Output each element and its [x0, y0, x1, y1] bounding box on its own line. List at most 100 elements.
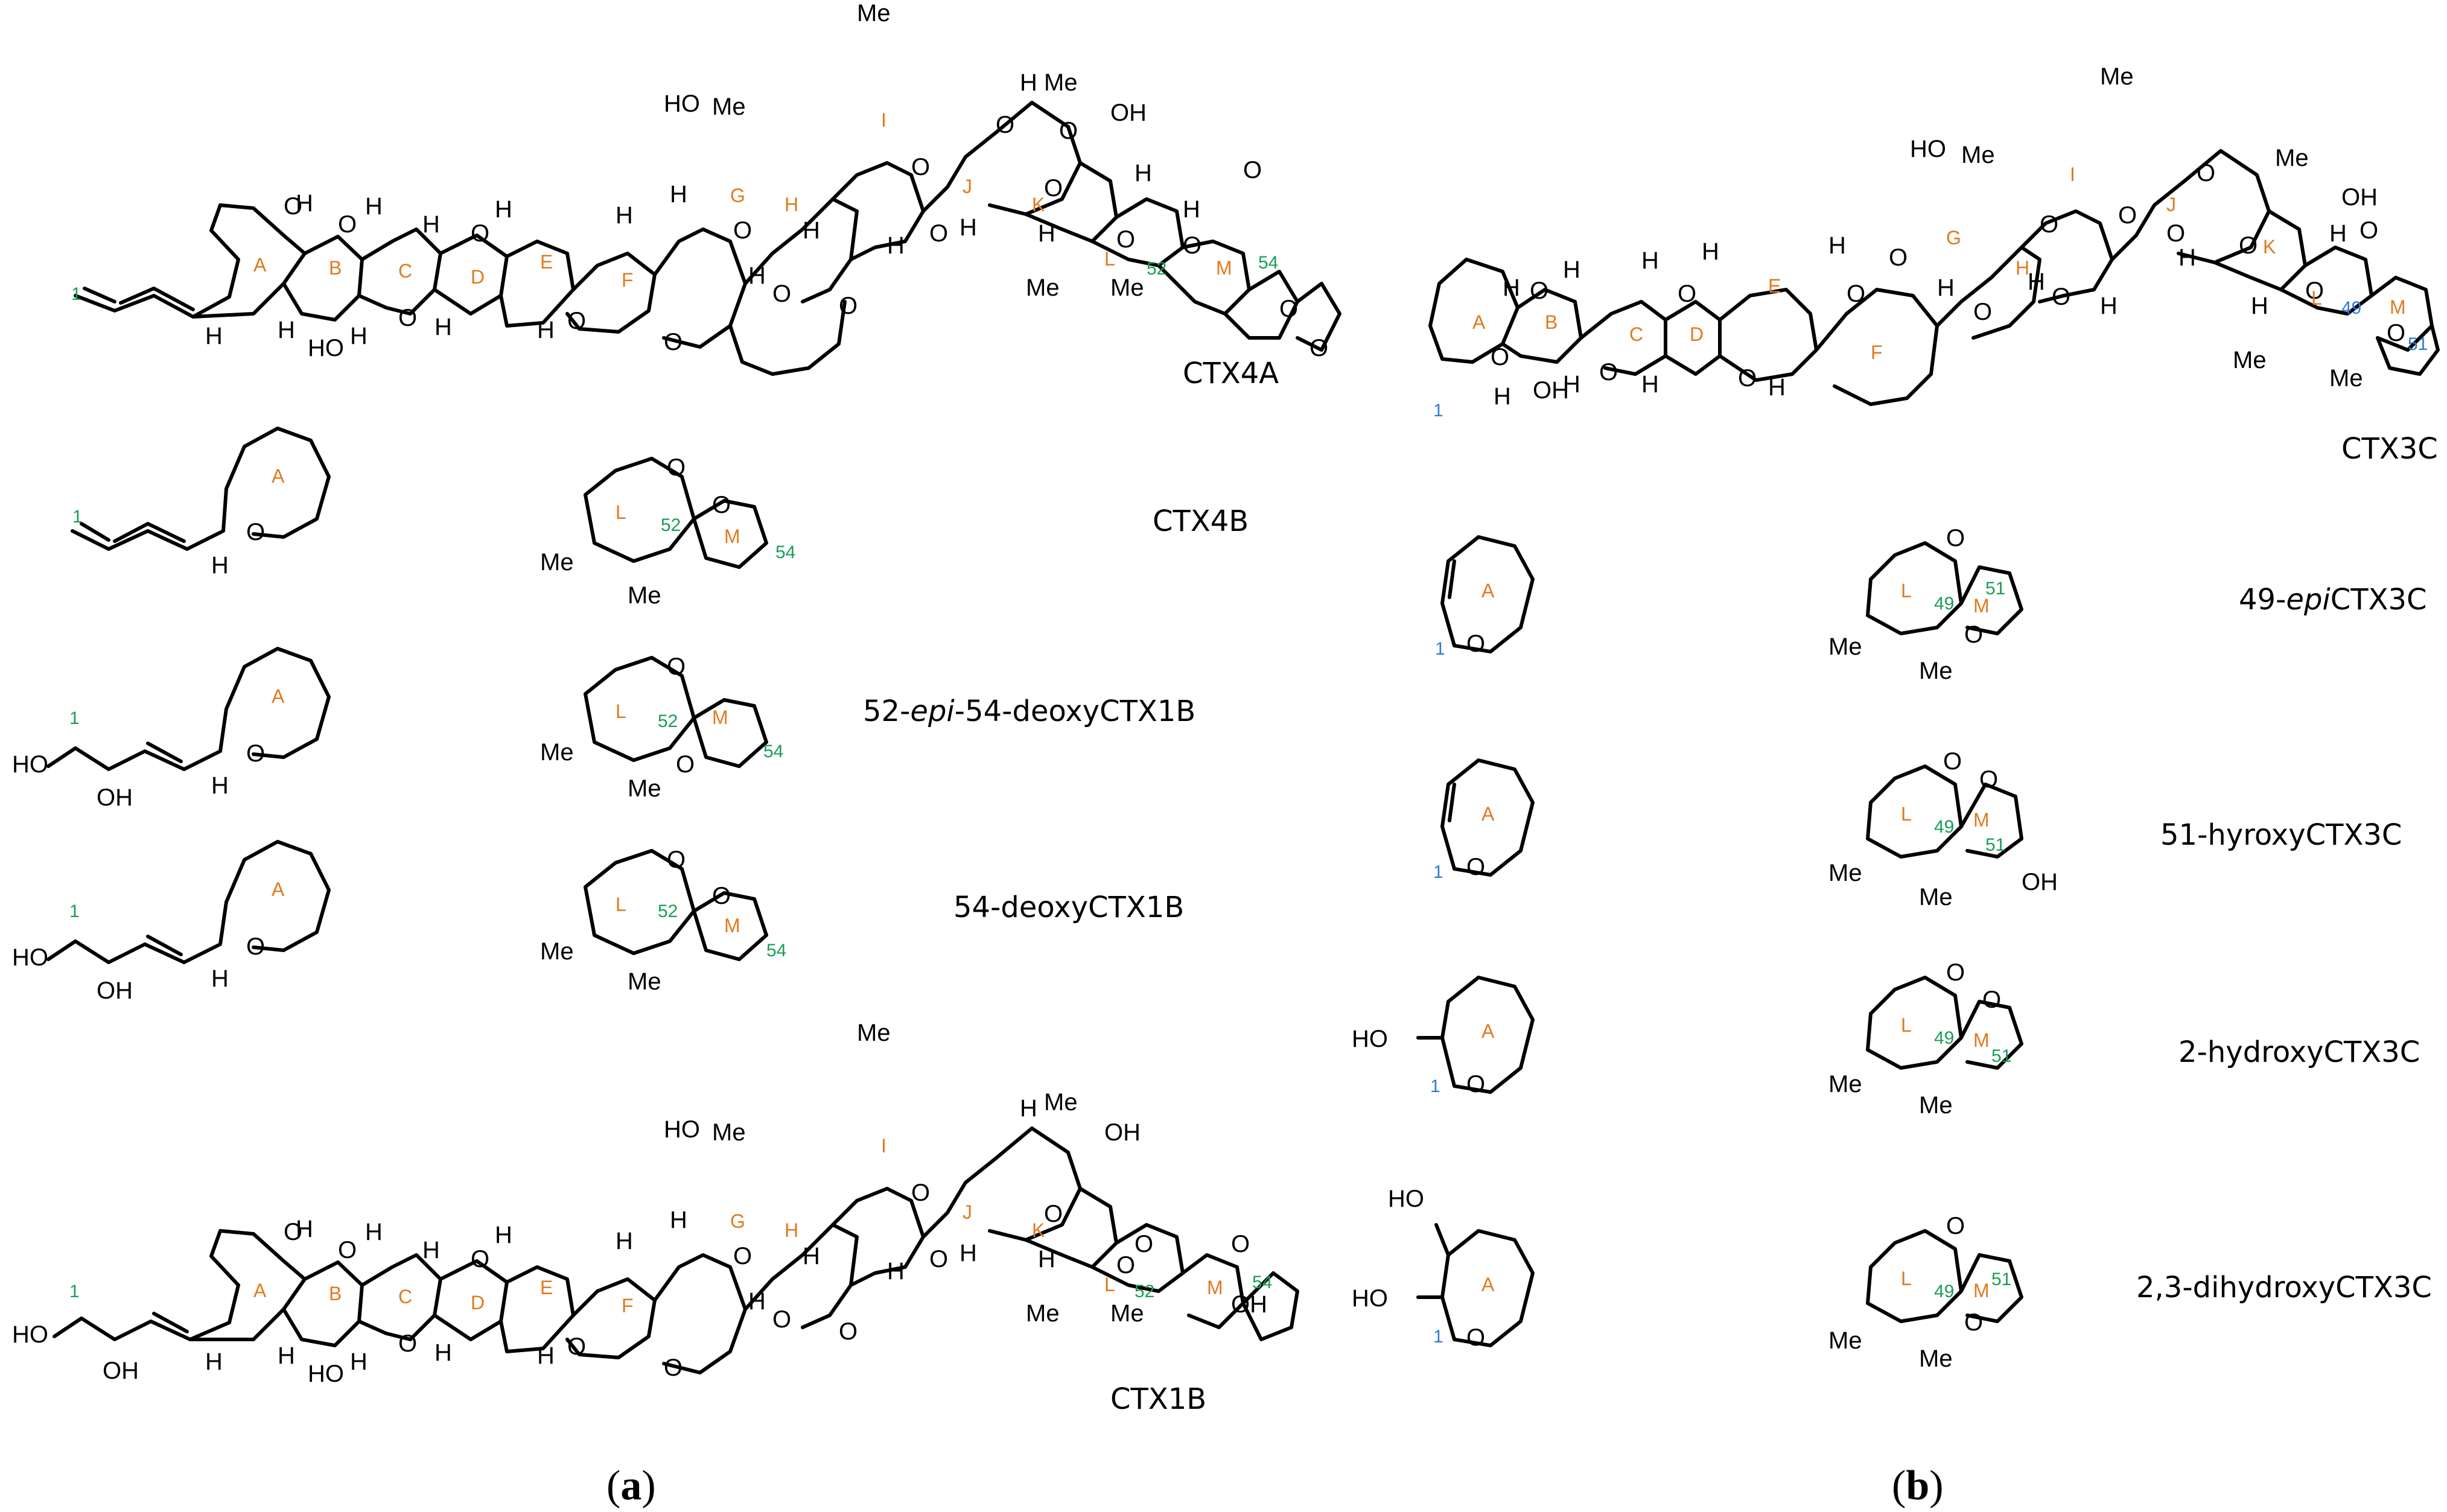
- ring-letter: A: [253, 254, 267, 276]
- label-h: H: [887, 1258, 905, 1285]
- atom-o: O: [246, 519, 265, 545]
- atom-o: O: [667, 653, 686, 680]
- label-h: H: [495, 196, 512, 223]
- label-me: Me: [1919, 884, 1953, 910]
- label-h: H: [2251, 293, 2268, 319]
- label-h: H: [1134, 160, 1152, 186]
- label-oh: OH: [97, 784, 133, 811]
- label-h: H: [1828, 232, 1846, 259]
- label-me: Me: [1961, 142, 1995, 168]
- compound-name-ctx1b: CTX1B: [1110, 1382, 1206, 1416]
- ring-letter: A: [272, 878, 285, 900]
- ring-letter: K: [2263, 236, 2276, 258]
- label-oh: OH: [2341, 184, 2378, 211]
- ring-letter: A: [1472, 311, 1486, 333]
- label-h: H: [2178, 244, 2196, 271]
- position-number: 52: [658, 711, 678, 731]
- label-h: H: [1563, 256, 1580, 283]
- position-number: 49: [2341, 298, 2361, 318]
- atom-o: O: [1183, 232, 1201, 259]
- atom-o: O: [338, 211, 357, 238]
- label-h: H: [296, 190, 313, 217]
- atom-o: O: [1243, 157, 1262, 183]
- position-number: 51: [1991, 1046, 2011, 1066]
- atom-o: O: [1946, 525, 1965, 551]
- atom-o: O: [2387, 320, 2405, 346]
- ring-letter: J: [963, 176, 972, 197]
- ring-letter: M: [1973, 809, 1990, 831]
- atom-o: O: [1279, 296, 1298, 322]
- position-number: 1: [1435, 639, 1445, 659]
- ring-letter: L: [1104, 1274, 1115, 1295]
- atom-o: O: [1847, 281, 1865, 307]
- position-number: 49: [1934, 594, 1954, 614]
- atom-o: O: [996, 112, 1014, 138]
- label-h: H: [422, 211, 440, 238]
- label-h: H: [537, 1342, 555, 1369]
- ring-letter: A: [272, 465, 285, 487]
- position-number: 49: [1934, 817, 1954, 837]
- position-number: 1: [69, 901, 80, 921]
- atom-o: O: [284, 1219, 302, 1245]
- ring-letter: B: [329, 257, 342, 279]
- compound-name-51-hyroxyctx3c: 51-hyroxyCTX3C: [2160, 818, 2402, 852]
- ring-letter: L: [1901, 580, 1912, 602]
- label-h: H: [495, 1222, 512, 1248]
- atom-o: O: [1231, 1231, 1250, 1257]
- atom-o: O: [1964, 1309, 1983, 1336]
- label-h: H: [1702, 238, 1719, 265]
- atom-o: O: [567, 1333, 586, 1360]
- position-number: 54: [1258, 253, 1278, 273]
- atom-o: O: [929, 220, 948, 247]
- ring-letter: M: [1973, 1029, 1990, 1051]
- atom-o: O: [667, 847, 686, 873]
- ring-letter: G: [1946, 227, 1961, 249]
- atom-o: O: [1738, 365, 1757, 392]
- ring-letter: A: [1481, 803, 1495, 825]
- atom-o: O: [398, 305, 417, 331]
- atom-o: O: [1889, 244, 1908, 271]
- label-me: Me: [1828, 634, 1862, 660]
- atom-o: O: [1982, 986, 2001, 1013]
- atom-o: O: [2052, 284, 2070, 310]
- label-ho: HO: [1388, 1186, 1424, 1212]
- atom-o: O: [839, 1318, 858, 1345]
- atom-o: O: [2359, 217, 2378, 244]
- ring-letter: M: [724, 915, 740, 936]
- ring-letter: C: [398, 1286, 412, 1307]
- label-h: H: [1503, 275, 1520, 301]
- label-oh: OH: [1110, 100, 1147, 126]
- label-me: Me: [712, 94, 746, 120]
- label-ho: HO: [308, 1361, 344, 1387]
- ring-letter: I: [881, 1135, 886, 1157]
- label-oh: OH: [1231, 1291, 1267, 1318]
- label-h: H: [296, 1216, 313, 1242]
- atom-o: O: [338, 1237, 357, 1263]
- structure-51-hyroxyctx3c: O A 1 O O L M 49 51 Me Me OH 51-hyroxyCT…: [1433, 748, 2402, 910]
- atom-o: O: [712, 492, 731, 518]
- label-me: Me: [2233, 347, 2267, 373]
- ring-letter: L: [616, 894, 626, 915]
- atom-o: O: [2239, 232, 2258, 259]
- atom-o: O: [1309, 335, 1328, 361]
- atom-o: O: [1466, 631, 1485, 657]
- atom-o: O: [1973, 299, 1992, 325]
- atom-o: O: [667, 454, 686, 481]
- label-me: Me: [1828, 1327, 1862, 1354]
- label-me: Me: [1026, 275, 1060, 301]
- position-number: 1: [69, 708, 80, 728]
- atom-o: O: [1466, 854, 1485, 880]
- label-me: Me: [1919, 658, 1953, 684]
- label-ho: HO: [1352, 1026, 1388, 1052]
- atom-o: O: [471, 1246, 489, 1272]
- label-h: H: [365, 193, 383, 220]
- ring-letter: E: [1768, 275, 1781, 297]
- position-number: 54: [766, 941, 786, 961]
- ring-letter: J: [963, 1201, 972, 1223]
- label-h: H: [1641, 371, 1659, 398]
- position-number: 1: [1430, 1076, 1440, 1096]
- ring-letter: L: [1901, 1014, 1912, 1036]
- position-number: 52: [661, 515, 681, 535]
- atom-o: O: [929, 1246, 948, 1272]
- label-h: H: [748, 1288, 766, 1315]
